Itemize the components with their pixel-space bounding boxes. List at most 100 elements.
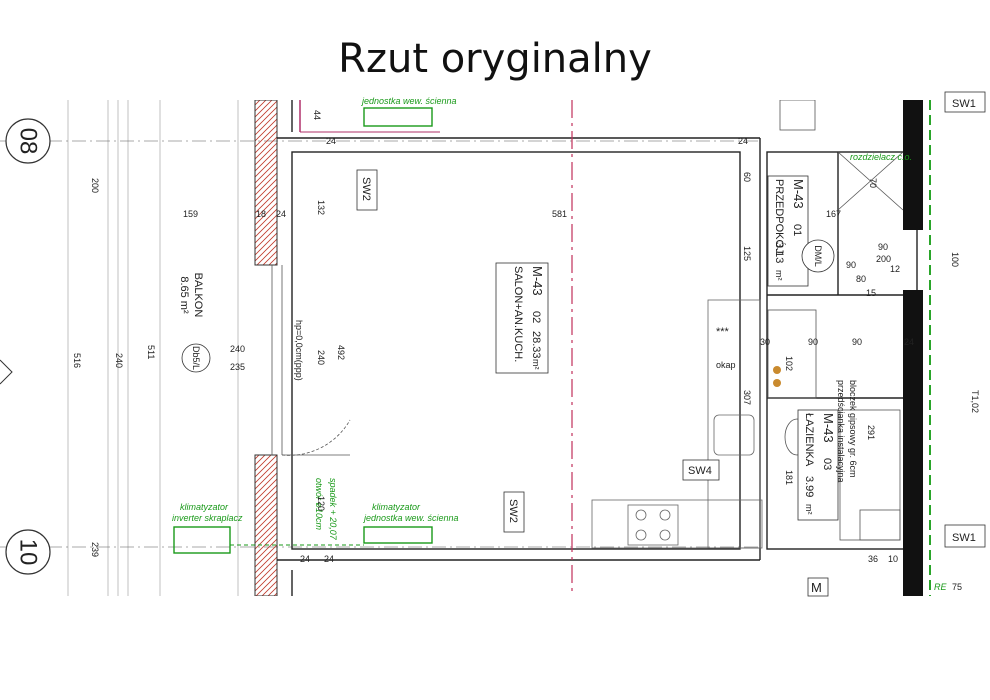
tag-sw4: SW4 [682, 459, 720, 481]
svg-text:m²: m² [804, 504, 814, 515]
svg-text:200: 200 [90, 178, 100, 193]
svg-text:01: 01 [791, 224, 803, 236]
ac-indoor-unit-bottom [363, 526, 433, 544]
svg-text:3.13: 3.13 [773, 242, 785, 263]
svg-text:581: 581 [552, 209, 567, 219]
note-otwor: otwór ø10cm [314, 478, 324, 531]
note-re: RE [934, 582, 947, 592]
svg-text:516: 516 [72, 353, 82, 368]
note-rozdzielacz: rozdzielacz c.o. [850, 152, 912, 162]
svg-text:90: 90 [852, 337, 862, 347]
svg-text:M-43: M-43 [530, 266, 545, 296]
svg-text:SW1: SW1 [952, 532, 976, 544]
svg-text:60: 60 [742, 172, 752, 182]
tag-sw2-bottom: SW2 [503, 491, 525, 533]
svg-text:24: 24 [326, 136, 336, 146]
svg-text:M: M [811, 580, 822, 595]
svg-text:m²: m² [531, 359, 541, 370]
room-label-przedpokoj: M-43 01 PRZEDPOKÓJ 3.13 m² [767, 175, 809, 287]
wall-black-bottom-right [903, 560, 923, 596]
svg-text:132: 132 [316, 200, 326, 215]
svg-text:24: 24 [276, 209, 286, 219]
page-title: Rzut oryginalny [338, 36, 652, 82]
axis-bubble-10: 10 [5, 529, 51, 575]
room-label-balkon: BALKON 8.65 m² [178, 273, 204, 318]
svg-text:24: 24 [904, 337, 914, 347]
svg-text:24: 24 [324, 554, 334, 564]
svg-text:M-43: M-43 [791, 179, 806, 209]
wall-black-right [903, 100, 923, 230]
svg-text:511: 511 [146, 345, 156, 359]
svg-text:159: 159 [183, 209, 198, 219]
kitchen-counter [591, 299, 763, 549]
svg-text:291: 291 [866, 425, 876, 440]
note-jednostka: jednostka wew. ścienna [363, 513, 459, 523]
svg-text:3.99: 3.99 [803, 476, 815, 497]
room-label-lazienka: M-43 03 ŁAZIENKA 3.99 m² [797, 409, 839, 521]
tag-dm: DM/L [801, 239, 835, 273]
svg-text:DM/L: DM/L [813, 245, 823, 267]
svg-text:M-43: M-43 [821, 413, 836, 443]
svg-text:18: 18 [256, 209, 266, 219]
svg-text:492: 492 [336, 345, 346, 360]
svg-text:44: 44 [312, 110, 322, 120]
note-jednostka-top: jednostka wew. ścienna [361, 96, 457, 106]
note-edge: T1,02 [970, 390, 980, 413]
note-przedscianka: przedścianka instalacyjna [836, 380, 846, 483]
svg-text:240: 240 [114, 353, 124, 368]
note-inverter: inverter skraplacz [172, 513, 243, 523]
svg-text:SW2: SW2 [507, 499, 519, 523]
note-spadek: spadek + 20,07 [328, 478, 338, 541]
room-label-salon: M-43 02 SALON+AN.KUCH. 28.33 m² [495, 262, 549, 374]
svg-text:240: 240 [316, 350, 326, 365]
pipe-marker-2 [773, 379, 781, 387]
bathroom-fixtures [767, 100, 904, 541]
ac-outdoor-unit [173, 526, 231, 554]
svg-text:SW2: SW2 [360, 177, 372, 201]
svg-text:120: 120 [316, 496, 326, 511]
svg-text:PRZEDPOKÓJ: PRZEDPOKÓJ [773, 179, 786, 254]
tag-db: Db5/L [181, 343, 211, 373]
svg-text:36: 36 [868, 554, 878, 564]
svg-text:SW1: SW1 [952, 98, 976, 110]
svg-text:BALKON: BALKON [192, 273, 204, 318]
svg-text:200: 200 [876, 254, 891, 264]
svg-text:90: 90 [846, 260, 856, 270]
balcony-edge-lines [67, 100, 239, 596]
svg-text:24: 24 [738, 136, 748, 146]
svg-text:12: 12 [890, 264, 900, 274]
walls [277, 100, 918, 596]
svg-text:10: 10 [15, 539, 42, 566]
svg-text:100: 100 [950, 252, 960, 267]
svg-text:90: 90 [878, 242, 888, 252]
note-bloczek: bloczek gipsowy gr. 6cm [848, 380, 858, 478]
note-klimatyzator-indoor: klimatyzator [372, 502, 421, 512]
tag-sw1-bottom: SW1 [944, 524, 986, 548]
pipe-marker-1 [773, 366, 781, 374]
dimension-labels: 200 159 516 240 511 240 235 239 18 24 24… [72, 110, 962, 592]
tag-sw1-top: SW1 [944, 91, 986, 113]
svg-text:28.33: 28.33 [530, 331, 542, 359]
svg-text:08: 08 [15, 128, 42, 155]
svg-text:235: 235 [230, 362, 245, 372]
wall-black-right-low [903, 290, 923, 560]
svg-text:SW4: SW4 [688, 465, 712, 477]
exterior-wall-top [254, 100, 278, 266]
svg-text:102: 102 [784, 356, 794, 371]
svg-text:m²: m² [774, 270, 784, 281]
ac-indoor-unit-top [363, 107, 433, 127]
svg-text:ŁAZIENKA: ŁAZIENKA [803, 413, 815, 467]
svg-text:307: 307 [742, 390, 752, 405]
note-hp: hp=0,0cm(ppp) [294, 320, 304, 381]
svg-text:181: 181 [784, 470, 794, 485]
room-label-bottom: M [807, 577, 829, 597]
note-stars: *** [716, 326, 730, 338]
svg-text:239: 239 [90, 542, 100, 557]
svg-text:8.65 m²: 8.65 m² [178, 276, 190, 314]
svg-text:80: 80 [856, 274, 866, 284]
svg-text:90: 90 [808, 337, 818, 347]
svg-text:30: 30 [760, 337, 770, 347]
note-okap: okap [716, 360, 736, 370]
